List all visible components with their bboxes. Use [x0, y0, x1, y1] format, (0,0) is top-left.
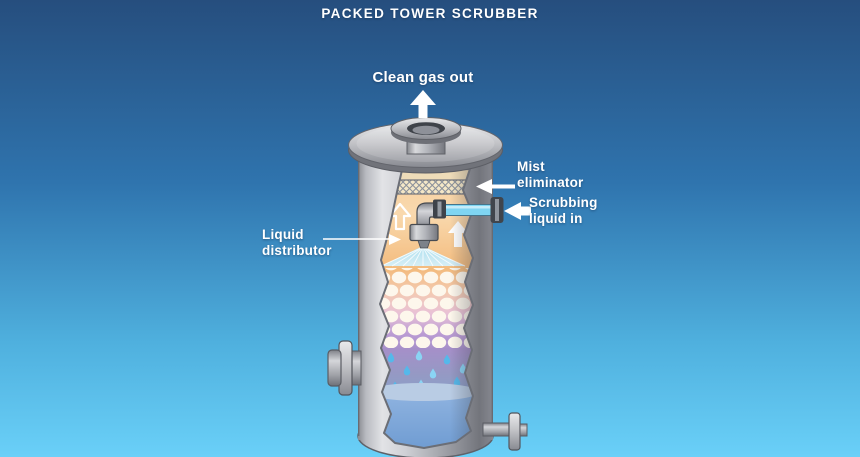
label-mist-eliminator: Mist eliminator: [517, 159, 584, 190]
clean-gas-up-arrow-icon: [410, 90, 436, 118]
diagram-title: PACKED TOWER SCRUBBER: [321, 6, 539, 21]
gas-outlet-nozzle: [390, 117, 462, 155]
gas-up-arrow-outline-icon: [388, 202, 412, 231]
cutaway-interior: [380, 169, 473, 448]
spray-nozzle: [409, 223, 439, 249]
cutaway-edge: [379, 168, 474, 449]
label-clean-gas-out: Clean gas out: [372, 69, 474, 86]
gas-inlet-nozzle: [327, 340, 362, 396]
label-scrubbing-liquid-in: Scrubbing liquid in: [529, 195, 598, 226]
mist-eliminator-left-arrow-icon: [476, 179, 515, 194]
scrubbing-liquid-pipe: [409, 197, 504, 249]
annotation-arrows: [323, 90, 531, 245]
scrubbing-liquid-left-arrow-icon: [504, 202, 531, 220]
label-liquid-distributor: Liquid distributor: [262, 227, 332, 258]
spray-fan: [380, 246, 466, 267]
liquid-distributor-leader-arrow: [323, 234, 401, 245]
drain-nozzle: [482, 412, 528, 451]
